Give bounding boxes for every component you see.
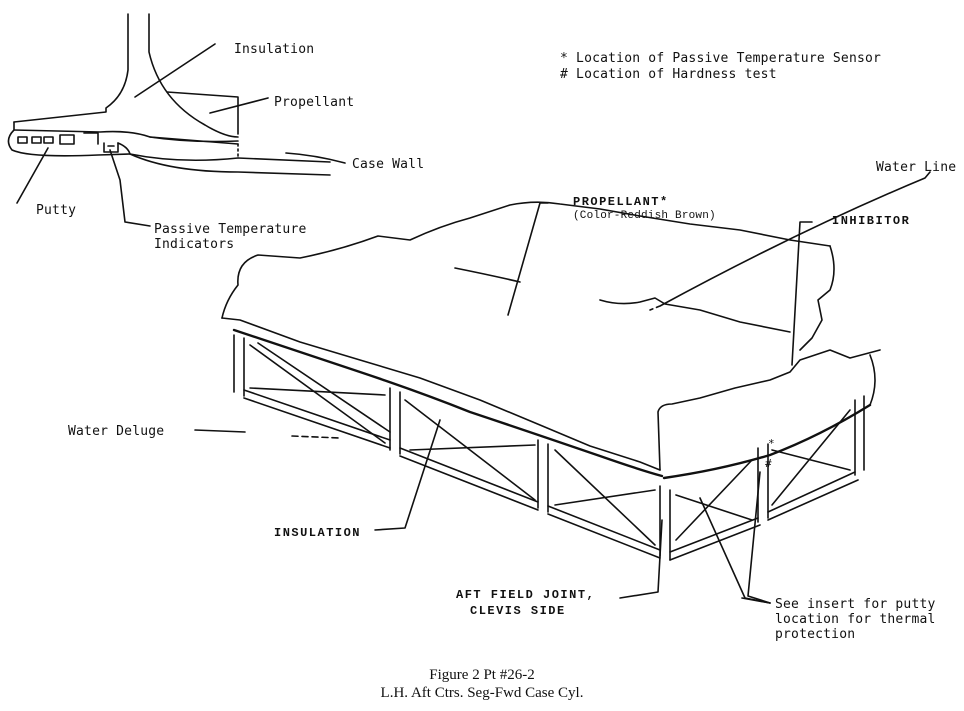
label-aft-joint-1: AFT FIELD JOINT,: [456, 588, 596, 602]
label-aft-joint-2: CLEVIS SIDE: [470, 604, 566, 618]
insert-label-insulation: Insulation: [234, 42, 315, 57]
hardness-marker: #: [765, 457, 772, 470]
label-propellant: PROPELLANT*: [573, 195, 669, 209]
label-see-insert-1: See insert for putty: [775, 597, 936, 612]
insert-label-putty: Putty: [36, 203, 77, 218]
caption-line-2: L.H. Aft Ctrs. Seg-Fwd Case Cyl.: [380, 685, 584, 701]
label-propellant-color: (Color-Reddish Brown): [573, 210, 716, 222]
label-see-insert-3: protection: [775, 627, 856, 642]
label-water-deluge: Water Deluge: [68, 424, 165, 439]
joint-cross-section: [7, 13, 331, 176]
propellant-segment: [221, 201, 881, 480]
insert-label-propellant: Propellant: [274, 95, 355, 110]
caption-line-1: Figure 2 Pt #26-2: [429, 667, 535, 683]
insert-label-case-wall: Case Wall: [352, 157, 425, 172]
sensor-marker: *: [768, 437, 775, 450]
insert-leader-lines: [16, 43, 346, 227]
legend-hardness: # Location of Hardness test: [560, 67, 777, 82]
label-insulation: INSULATION: [274, 526, 362, 540]
label-inhibitor: INHIBITOR: [832, 214, 911, 228]
main-leader-lines: [194, 171, 931, 604]
insert-label-indicators-2: Indicators: [154, 237, 235, 252]
insert-label-indicators-1: Passive Temperature: [154, 222, 307, 237]
legend-sensor: * Location of Passive Temperature Sensor: [560, 51, 882, 66]
label-see-insert-2: location for thermal: [775, 612, 936, 627]
label-water-line: Water Line: [876, 160, 957, 175]
